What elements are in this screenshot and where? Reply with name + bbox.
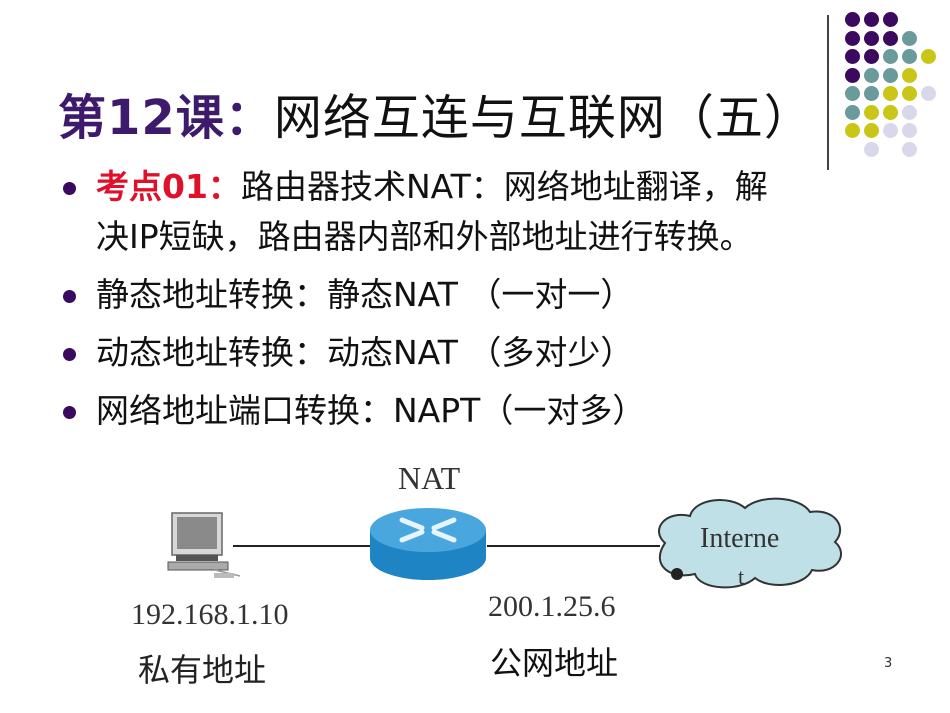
- decorative-dot: [902, 67, 917, 83]
- decorative-dot: [883, 12, 898, 27]
- private-ip: 192.168.1.10: [131, 598, 289, 631]
- cloud-label-line2: t: [738, 564, 745, 589]
- bullet-text: 动态地址转换：动态NAT （多对少）: [96, 333, 634, 372]
- bullet-text: 静态地址转换：静态NAT （一对一）: [96, 275, 634, 314]
- bullet-dot-icon: [63, 348, 76, 361]
- decorative-dot: [864, 67, 879, 83]
- page-number: 3: [884, 656, 893, 671]
- bullet-text: 网络地址端口转换：NAPT（一对多）: [96, 391, 646, 430]
- bullet-item-keypoint: 考点01：路由器技术NAT：网络地址翻译，解 决IP短缺，路由器内部和外部地址进…: [60, 162, 900, 262]
- decorative-dot: [845, 67, 860, 83]
- slide-title: 第12课：网络互连与互联网（五）: [58, 78, 813, 148]
- decorative-dot: [902, 104, 917, 120]
- decorative-dot: [902, 30, 917, 46]
- decorative-dot: [902, 86, 917, 101]
- bullet-item-napt: 网络地址端口转换：NAPT（一对多）: [60, 386, 900, 436]
- decorative-dot: [845, 86, 860, 101]
- decorative-dot: [845, 49, 860, 64]
- decorative-dot: [864, 12, 879, 27]
- decorative-dot: [864, 30, 879, 46]
- decorative-dot: [902, 49, 917, 64]
- keypoint-text-line1: 路由器技术NAT：网络地址翻译，解: [240, 167, 768, 206]
- nat-diagram: NAT Interne t 192.168.1.10 私有地址 200.1.25…: [0, 450, 950, 713]
- decorative-dot: [883, 86, 898, 101]
- title-main: 网络互连与互联网（五）: [273, 90, 813, 146]
- router-label: NAT: [398, 460, 461, 496]
- decorative-dot: [883, 49, 898, 64]
- decorative-dot: [883, 67, 898, 83]
- bullet-item-static-nat: 静态地址转换：静态NAT （一对一）: [60, 270, 900, 320]
- bullet-dot-icon: [63, 182, 76, 195]
- decorative-dot: [864, 49, 879, 64]
- decorative-dot: [845, 104, 860, 120]
- decorative-dot: [845, 123, 860, 138]
- computer-icon: [167, 512, 241, 578]
- title-prefix: 第12课：: [58, 90, 274, 146]
- decorative-dot: [902, 123, 917, 138]
- decorative-dot: [921, 86, 936, 101]
- private-label: 私有地址: [138, 651, 267, 689]
- public-label: 公网地址: [490, 644, 619, 682]
- decorative-dot: [864, 86, 879, 101]
- decorative-dot: [921, 49, 936, 64]
- decorative-dot: [864, 104, 879, 120]
- bullet-item-dynamic-nat: 动态地址转换：动态NAT （多对少）: [60, 328, 900, 378]
- decorative-dot: [845, 12, 860, 27]
- decorative-dot: [883, 123, 898, 138]
- decorative-dot: [864, 141, 879, 157]
- keypoint-label: 考点01：: [96, 167, 241, 206]
- keypoint-text-line2: 决IP短缺，路由器内部和外部地址进行转换。: [96, 217, 753, 256]
- decorative-dot: [883, 104, 898, 120]
- router-icon: [370, 508, 486, 580]
- decorative-dot: [845, 30, 860, 46]
- decorative-dot: [864, 123, 879, 138]
- bullet-list: 考点01：路由器技术NAT：网络地址翻译，解 决IP短缺，路由器内部和外部地址进…: [60, 162, 900, 444]
- public-ip: 200.1.25.6: [488, 590, 616, 623]
- decorative-dot: [902, 141, 917, 157]
- decorative-vertical-line: [827, 15, 829, 170]
- internet-cloud-icon: [658, 497, 842, 589]
- bullet-dot-icon: [63, 406, 76, 419]
- bullet-dot-icon: [63, 290, 76, 303]
- decorative-dot: [883, 30, 898, 46]
- cloud-label-line1: Interne: [700, 523, 780, 554]
